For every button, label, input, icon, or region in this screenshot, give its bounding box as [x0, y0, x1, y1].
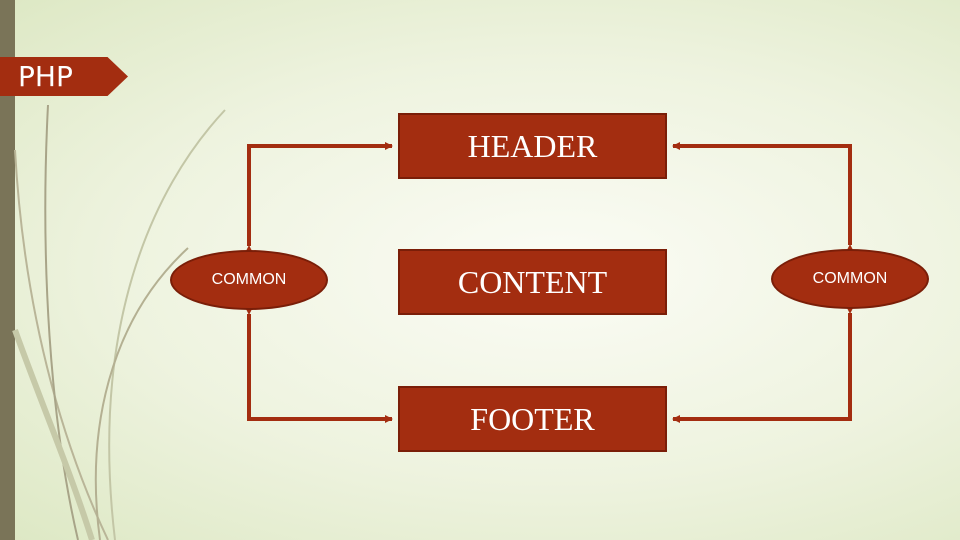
- footer-label: FOOTER: [470, 401, 594, 438]
- header-box: HEADER: [398, 113, 667, 179]
- common-left-ellipse: COMMON: [170, 250, 328, 310]
- connector-right-top: [673, 146, 850, 245]
- common-right-ellipse: COMMON: [771, 249, 929, 309]
- connector-left-bottom: [249, 314, 392, 419]
- header-label: HEADER: [468, 128, 598, 165]
- common-right-label: COMMON: [813, 270, 888, 288]
- connector-left-top: [249, 146, 392, 246]
- content-box: CONTENT: [398, 249, 667, 315]
- connector-right-bottom: [673, 313, 850, 419]
- content-label: CONTENT: [458, 264, 607, 301]
- footer-box: FOOTER: [398, 386, 667, 452]
- common-left-label: COMMON: [212, 271, 287, 289]
